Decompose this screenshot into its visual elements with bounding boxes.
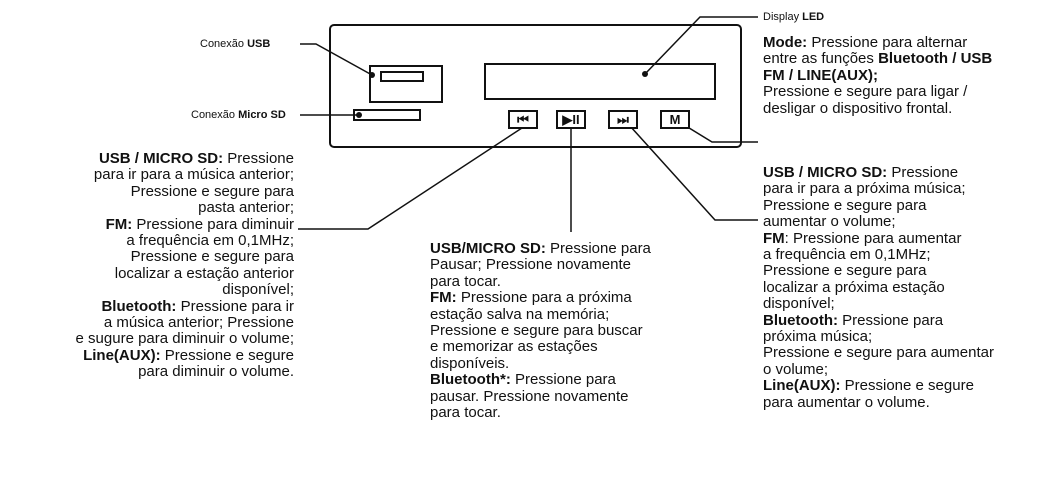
description-line: FM: Pressione para aumentar (763, 229, 962, 247)
description-line: para aumentar o volume. (763, 393, 930, 411)
description-line: pausar. Pressione novamente (430, 387, 629, 405)
description-line: para tocar. (430, 404, 501, 422)
previous-icon: ⏮ (517, 112, 529, 127)
description-line: USB / MICRO SD: Pressione (98, 150, 294, 167)
micro-sd-connection-label: Conexão Micro SD (191, 109, 286, 121)
description-line: FM / LINE(AUX); (763, 66, 878, 84)
description-line: Pressione e segure para (763, 262, 927, 280)
description-line: disponíveis. (430, 354, 510, 372)
description-line: disponível; (763, 295, 835, 313)
display-led-label: Display LED (763, 11, 825, 23)
description-line: próxima música; (763, 328, 873, 346)
mode-label: M (669, 112, 681, 127)
description-line: Pressione e segure para buscar (430, 322, 643, 340)
description-line: o volume; (763, 360, 829, 378)
description-line: desligar o dispositivo frontal. (763, 99, 953, 117)
description-line: disponível; (222, 281, 294, 299)
description-line: estação salva na memória; (430, 305, 610, 323)
description-line: localizar a próxima estação (763, 278, 945, 296)
description-line: entre as funções Bluetooth / USB (763, 50, 993, 68)
description-line: para diminuir o volume. (138, 363, 294, 381)
usb-connection-label: Conexão USB (200, 38, 271, 50)
description-line: Line(AUX): Pressione e segure (763, 377, 974, 395)
description-line: a música anterior; Pressione (103, 314, 294, 332)
description-line: para tocar. (430, 272, 501, 290)
description-line: e memorizar as estações (430, 338, 598, 356)
description-line: Line(AUX): Pressione e segure (83, 346, 294, 364)
led-display (484, 63, 716, 100)
description-line: FM: Pressione para diminuir (105, 215, 294, 233)
description-line: USB/MICRO SD: Pressione para (430, 240, 651, 257)
description-line: Pressione e segure para ligar / (763, 83, 968, 101)
description-line: Pressione e segure para (763, 196, 927, 214)
description-line: para ir para a música anterior; (93, 166, 294, 184)
description-line: Bluetooth: Pressione para (763, 311, 944, 329)
usb-port (369, 65, 443, 103)
description-line: e sugure para diminuir o volume; (75, 330, 294, 348)
description-line: USB / MICRO SD: Pressione (763, 164, 959, 181)
description-line: a frequência em 0,1MHz; (126, 232, 294, 250)
next-button[interactable]: ⏭ (608, 110, 638, 129)
description-line: para ir para a próxima música; (763, 180, 966, 198)
device-panel (329, 24, 742, 148)
description-line: Bluetooth*: Pressione para (430, 371, 616, 389)
next-icon: ⏭ (617, 112, 629, 127)
previous-button[interactable]: ⏮ (508, 110, 538, 129)
description-line: Pressione e segure para (130, 248, 294, 266)
play-pause-icon: ▶II (562, 112, 580, 127)
micro-sd-slot (353, 109, 421, 121)
description-line: Pressione e segure para aumentar (763, 344, 994, 362)
description-line: localizar a estação anterior (114, 264, 294, 282)
description-line: Mode: Pressione para alternar (763, 34, 968, 51)
description-line: Bluetooth: Pressione para ir (101, 297, 294, 315)
description-line: a frequência em 0,1MHz; (763, 246, 931, 264)
description-line: FM: Pressione para a próxima (430, 289, 632, 307)
description-line: Pausar; Pressione novamente (430, 256, 631, 274)
play-pause-button[interactable]: ▶II (556, 110, 586, 129)
description-line: pasta anterior; (198, 199, 294, 217)
usb-port-slot (380, 71, 424, 82)
mode-button[interactable]: M (660, 110, 690, 129)
description-line: Pressione e segure para (130, 182, 294, 200)
description-line: aumentar o volume; (763, 213, 896, 231)
